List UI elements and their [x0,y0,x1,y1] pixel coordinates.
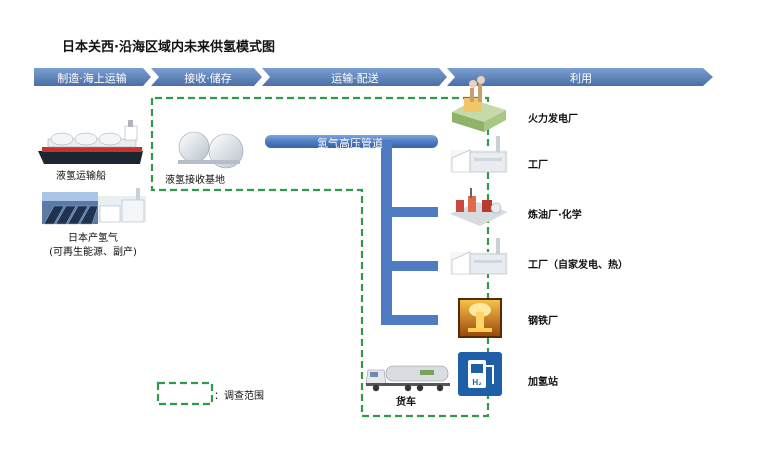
factory-icon-1 [450,136,508,173]
pipeline-label: 氢气高压管道 [317,137,383,150]
pipeline-vertical [381,140,392,325]
user-label-hydrogen-station: 加氢站 [528,377,558,388]
stage-label-production: 制造·海上运输 [57,72,127,85]
stage-label-receiving: 接收·储存 [184,72,232,85]
pipeline-branch-factory [381,261,438,271]
stage-label-transport: 运输·配送 [331,72,379,85]
steel-mill-icon [458,298,502,338]
stage-arrow-transport [262,68,447,86]
stage-arrow-receiving [151,68,262,86]
stage-arrow-production [34,68,151,86]
user-label-factory-self-gen: 工厂（自家发电、热） [528,260,628,271]
survey-scope-outline [150,96,490,418]
receiving-base-label: 液氢接收基地 [165,175,225,186]
user-label-steel-mill: 钢铁厂 [528,316,558,327]
factory-icon-2 [450,238,508,275]
ship-label: 液氢运输船 [56,171,106,182]
pipeline-branch-refinery [381,207,438,217]
user-label-power-plant: 火力发电厂 [528,114,578,125]
pipeline-horizontal [265,135,438,148]
refinery-icon [450,188,508,226]
legend-label: ：调查范围 [214,391,264,402]
spherical-tanks-icon [178,131,244,169]
hydrogen-station-icon: H₂ [458,352,502,396]
legend-dashed-box [156,381,214,406]
stage-arrows [34,68,713,86]
truck-label: 货车 [396,397,416,408]
pipeline-branch-steel [381,315,438,325]
power-plant-icon [452,76,506,132]
domestic-hydrogen-label-1: 日本产氢气 [68,233,118,244]
stage-label-use: 利用 [570,72,592,85]
pipeline [265,135,438,325]
svg-text:H₂: H₂ [472,378,482,387]
domestic-hydrogen-label-2: (可再生能源、副产) [49,247,137,258]
user-label-factory: 工厂 [528,160,548,171]
diagram-title: 日本关西·沿海区域内未来供氢模式图 [62,40,275,55]
domestic-hydrogen-icon [42,188,146,225]
stage-arrow-use [447,68,713,86]
user-label-refinery: 炼油厂·化学 [528,210,582,221]
truck-icon [365,365,450,392]
hydrogen-ship-icon [38,120,143,164]
